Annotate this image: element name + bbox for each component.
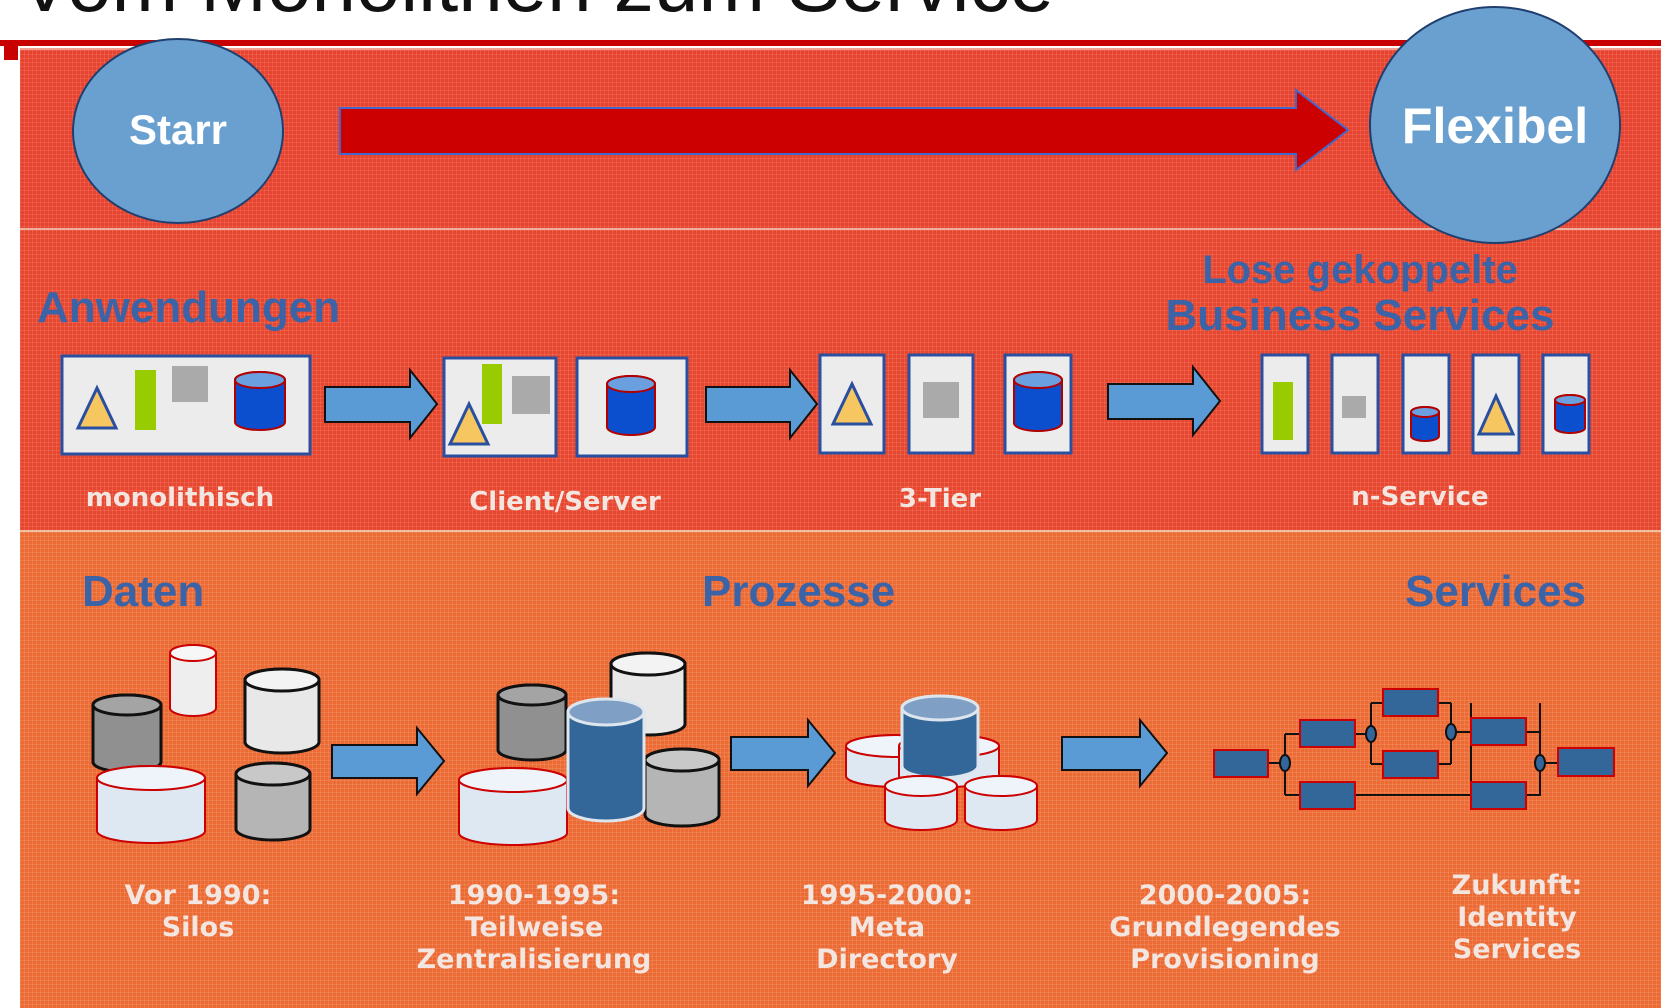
meta-directory-icon [845, 694, 1038, 831]
tier-logic-icon [907, 353, 975, 455]
era-label-line: Zukunft: [1451, 870, 1583, 901]
era-label-line: Teilweise [464, 912, 604, 943]
applications-heading: Anwendungen [37, 283, 341, 332]
monolith-box-icon [60, 354, 312, 456]
service-triangle-icon [1471, 353, 1521, 455]
service-db2-icon [1541, 353, 1591, 455]
stage-label-client-server: Client/Server [469, 487, 661, 517]
era-label-before-1990: Vor 1990: Silos [98, 880, 298, 944]
service-gray-icon [1330, 353, 1380, 455]
service-junction-icon [1279, 723, 1546, 772]
arrow-icon [1061, 717, 1169, 789]
service-green-icon [1260, 353, 1310, 455]
flexibility-arrow [339, 87, 1350, 173]
title-underline [0, 40, 1661, 46]
slide-title: Vom Monolithen zum Service [18, 0, 1054, 30]
era-label-line: Services [1452, 934, 1582, 965]
arrow-icon [1107, 364, 1222, 438]
era-label-line: Silos [161, 912, 235, 943]
era-label-line: Provisioning [1130, 944, 1320, 975]
stage-label-monolithic: monolithisch [85, 483, 275, 513]
era-label-line: 1995-2000: [800, 880, 974, 911]
tier-data-icon [1003, 353, 1073, 455]
era-label-line: Directory [816, 944, 958, 975]
service-network-icon [1268, 702, 1558, 796]
partial-centralization-icon [458, 651, 721, 846]
era-label-line: Identity [1457, 902, 1577, 933]
services-heading: Services [1405, 567, 1587, 616]
era-label-line: Meta [848, 912, 926, 943]
starr-label: Starr [128, 106, 228, 153]
era-label-line: Vor 1990: [124, 880, 272, 911]
arrow-icon [730, 717, 837, 789]
target-heading-line2: Business Services [1165, 291, 1555, 340]
arrow-icon [705, 367, 819, 441]
era-label-2000-2005: 2000-2005: Grundlegendes Provisioning [1095, 880, 1355, 976]
service-db-icon [1401, 353, 1451, 455]
flexibel-label: Flexibel [1401, 98, 1589, 154]
silos-databases-icon [91, 644, 321, 844]
service-nodes-icon [1213, 688, 1615, 810]
client-box-icon [442, 356, 558, 458]
era-label-1995-2000: 1995-2000: Meta Directory [777, 880, 997, 976]
era-label-line: Zentralisierung [416, 944, 652, 975]
arrow-icon [331, 725, 446, 797]
target-heading-line1: Lose gekoppelte [1202, 248, 1518, 292]
era-label-1990-1995: 1990-1995: Teilweise Zentralisierung [404, 880, 664, 976]
stage-label-n-service: n-Service [1351, 482, 1489, 512]
era-label-line: 1990-1995: [447, 880, 621, 911]
processes-heading: Prozesse [702, 567, 896, 616]
era-label-future: Zukunft: Identity Services [1417, 870, 1617, 966]
server-box-icon [575, 356, 689, 458]
flexibel-circle [1369, 6, 1621, 244]
arrow-icon [324, 367, 439, 441]
stage-label-3-tier: 3-Tier [898, 484, 982, 514]
starr-circle [72, 38, 284, 224]
data-heading: Daten [82, 567, 205, 616]
era-label-line: 2000-2005: [1138, 880, 1312, 911]
era-label-line: Grundlegendes [1109, 912, 1341, 943]
tier-presentation-icon [818, 353, 886, 455]
title-bullet-square [4, 40, 18, 60]
